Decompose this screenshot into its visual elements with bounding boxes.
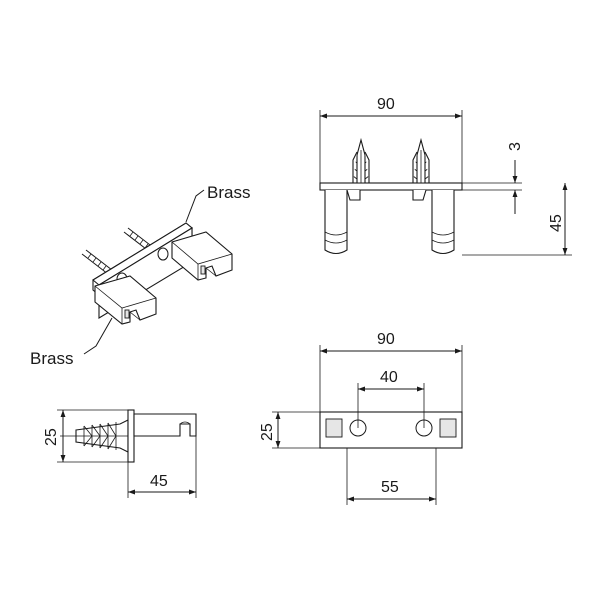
- peg-left: [324, 189, 361, 255]
- screw-left: [81, 249, 113, 275]
- side-view: 25 45: [43, 409, 197, 498]
- hook-block-left: [94, 275, 157, 325]
- dim-bottom-height: 25: [259, 423, 276, 441]
- wall-plug-left: [352, 137, 370, 184]
- isometric-view: Brass Brass: [30, 183, 250, 368]
- material-label-top: Brass: [207, 183, 250, 202]
- material-label-bottom: Brass: [30, 349, 73, 368]
- dim-front-depth: 45: [548, 214, 565, 232]
- dim-front-width: 90: [377, 96, 395, 113]
- dim-bottom-width: 90: [377, 331, 395, 348]
- bottom-view: 90 40 25 55: [259, 331, 463, 505]
- dim-plate-thickness: 3: [507, 142, 524, 151]
- front-view: 90 3 45: [319, 96, 572, 256]
- dim-hole-spacing: 40: [380, 369, 398, 386]
- dim-hook-spacing: 55: [381, 479, 399, 496]
- dim-side-depth: 45: [150, 473, 168, 490]
- dim-side-height: 25: [43, 428, 60, 446]
- peg-right: [412, 189, 455, 255]
- hook-block-right: [171, 231, 233, 281]
- wall-plug-right: [412, 137, 430, 184]
